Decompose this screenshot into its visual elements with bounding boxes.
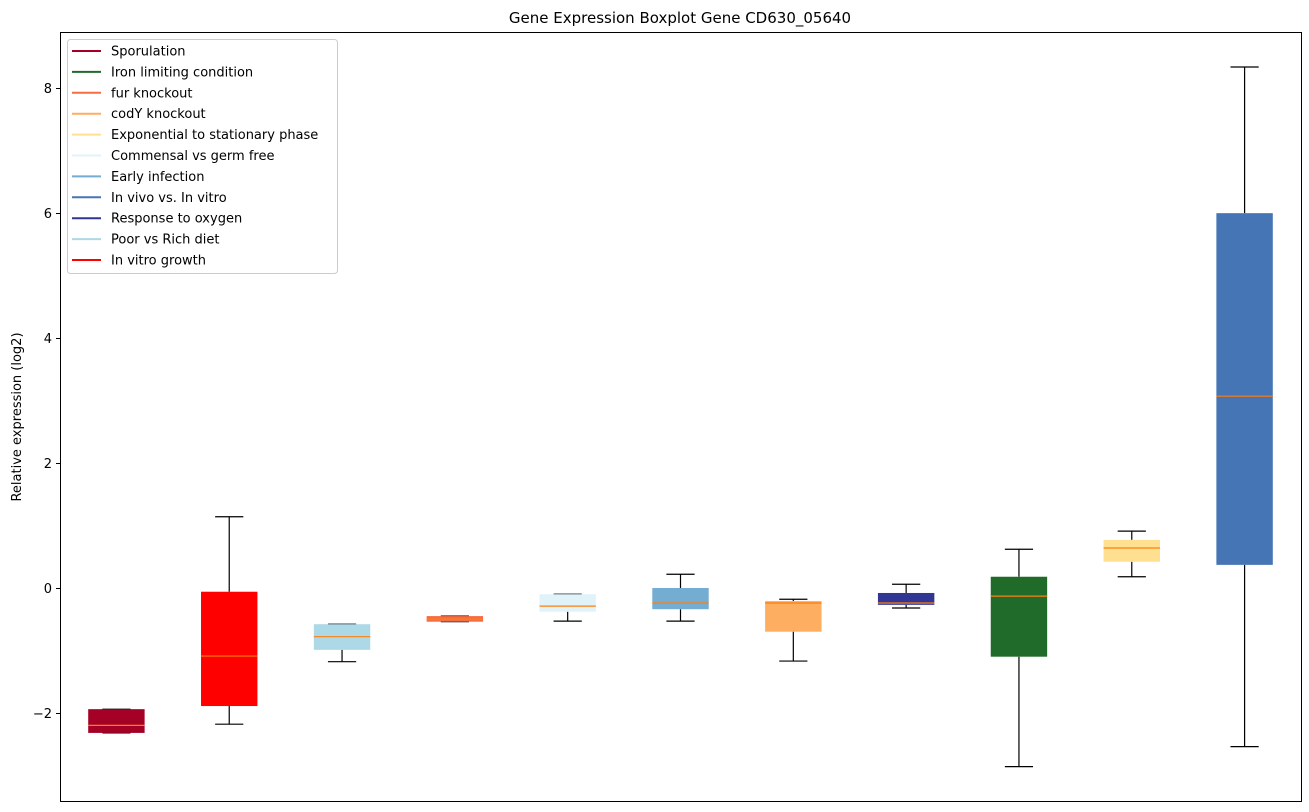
y-axis-label: Relative expression (log2) — [10, 332, 25, 501]
box-group — [877, 583, 935, 609]
box-group — [201, 516, 258, 725]
legend-label: fur knockout — [111, 86, 193, 101]
y-tick-label: 0 — [44, 582, 52, 597]
y-tick-label: 4 — [44, 332, 52, 347]
box-group — [1103, 530, 1160, 578]
y-tick-label: 8 — [44, 82, 52, 97]
legend-label: Sporulation — [111, 45, 186, 60]
box-group — [765, 598, 822, 662]
box — [539, 594, 596, 612]
y-tick-label: 2 — [44, 457, 52, 472]
box — [1103, 539, 1160, 562]
box — [877, 592, 935, 605]
legend-label: codY knockout — [111, 107, 206, 122]
box-group — [652, 573, 709, 622]
legend-label: Response to oxygen — [111, 212, 242, 227]
legend-label: In vivo vs. In vitro — [111, 191, 227, 206]
box-group — [88, 708, 145, 734]
chart-title: Gene Expression Boxplot Gene CD630_05640 — [509, 9, 851, 28]
legend-label: Early infection — [111, 170, 204, 185]
box-group — [426, 615, 484, 623]
box — [88, 709, 145, 733]
legend-label: Iron limiting condition — [111, 65, 253, 80]
box-group — [313, 623, 371, 663]
legend-box — [67, 39, 338, 274]
box — [1216, 213, 1273, 565]
legend-label: Poor vs Rich diet — [111, 233, 219, 248]
plot-frame — [60, 32, 1302, 802]
box — [990, 576, 1048, 657]
legend-label: In vitro growth — [111, 254, 206, 269]
box-group — [1216, 66, 1273, 748]
legend-label: Commensal vs germ free — [111, 149, 274, 164]
y-tick-label: −2 — [33, 707, 52, 722]
box-group — [539, 593, 596, 622]
box-group — [990, 548, 1048, 768]
legend-label: Exponential to stationary phase — [111, 128, 318, 143]
box — [201, 591, 258, 707]
y-tick-label: 6 — [44, 207, 52, 222]
box — [765, 601, 822, 632]
box — [652, 587, 709, 610]
